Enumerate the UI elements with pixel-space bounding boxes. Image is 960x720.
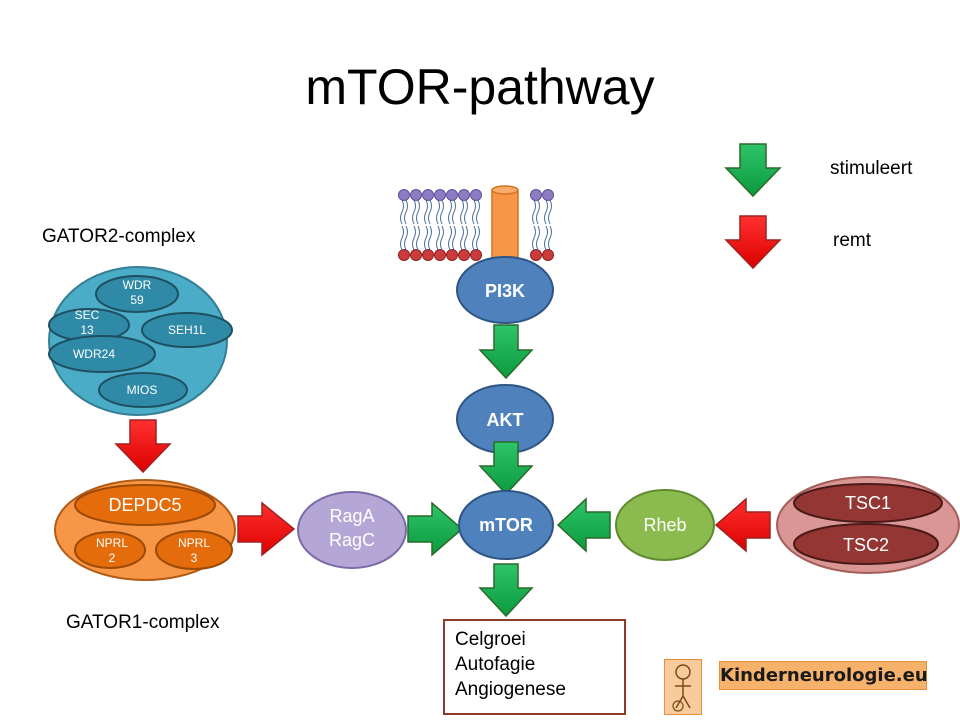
akt-label: AKT <box>487 410 524 430</box>
receptor-icon <box>491 189 519 263</box>
gator1-depdc5 <box>74 484 216 526</box>
rag-to-mtor-arrow <box>407 501 464 557</box>
rag-node <box>297 491 407 569</box>
mtor-node <box>458 490 554 560</box>
pi3k-node <box>456 256 554 324</box>
output-item: Angiogenese <box>455 679 566 700</box>
gator2-complex-label: GATOR2-complex <box>42 226 196 247</box>
child-figure-icon <box>664 659 702 715</box>
legend-stimulate-label: stimuleert <box>830 158 913 179</box>
receptor-top-icon <box>491 185 519 195</box>
logo: Kinderneurologie.eu <box>719 661 928 690</box>
gator2-mios <box>98 372 188 408</box>
tsc1-node <box>793 483 943 523</box>
page-title: mTOR-pathway <box>305 59 655 115</box>
tsc2-label: TSC2 <box>843 535 889 555</box>
output-item: Autofagie <box>455 654 536 675</box>
wdr24-label: WDR24 <box>73 347 115 361</box>
akt-to-mtor-arrow <box>478 441 534 496</box>
gator1-complex-label: GATOR1-complex <box>66 612 220 633</box>
gator1-nprl2 <box>74 531 146 569</box>
cell-membrane-icon <box>398 189 554 261</box>
gator2-to-gator1-arrow <box>114 419 172 474</box>
gator1-to-rag-arrow <box>237 501 296 557</box>
legend-stimulate-arrow <box>724 143 782 198</box>
rheb-label: Rheb <box>643 515 686 535</box>
gator2-wdr24 <box>48 335 156 373</box>
legend-inhibit-arrow <box>724 215 782 270</box>
tsc-to-rheb-arrow <box>714 497 771 553</box>
pi3k-label: PI3K <box>485 281 525 301</box>
pi3k-to-akt-arrow <box>478 324 534 380</box>
rheb-node <box>615 489 715 561</box>
gator2-wdr59 <box>95 275 179 313</box>
output-item: Celgroei <box>455 629 526 650</box>
tsc2-node <box>793 523 939 565</box>
tsc1-label: TSC1 <box>845 493 891 513</box>
seh1l-label: SEH1L <box>168 323 206 337</box>
legend-inhibit-label: remt <box>833 230 871 251</box>
mtor-to-output-arrow <box>478 563 534 618</box>
rheb-to-mtor-arrow <box>556 497 611 553</box>
gator2-seh1l <box>141 312 233 348</box>
mtor-label: mTOR <box>479 515 533 535</box>
mios-label: MIOS <box>127 383 158 397</box>
depdc5-label: DEPDC5 <box>108 495 181 515</box>
gator1-nprl3 <box>155 530 233 570</box>
output-box: Celgroei Autofagie Angiogenese <box>443 619 626 715</box>
